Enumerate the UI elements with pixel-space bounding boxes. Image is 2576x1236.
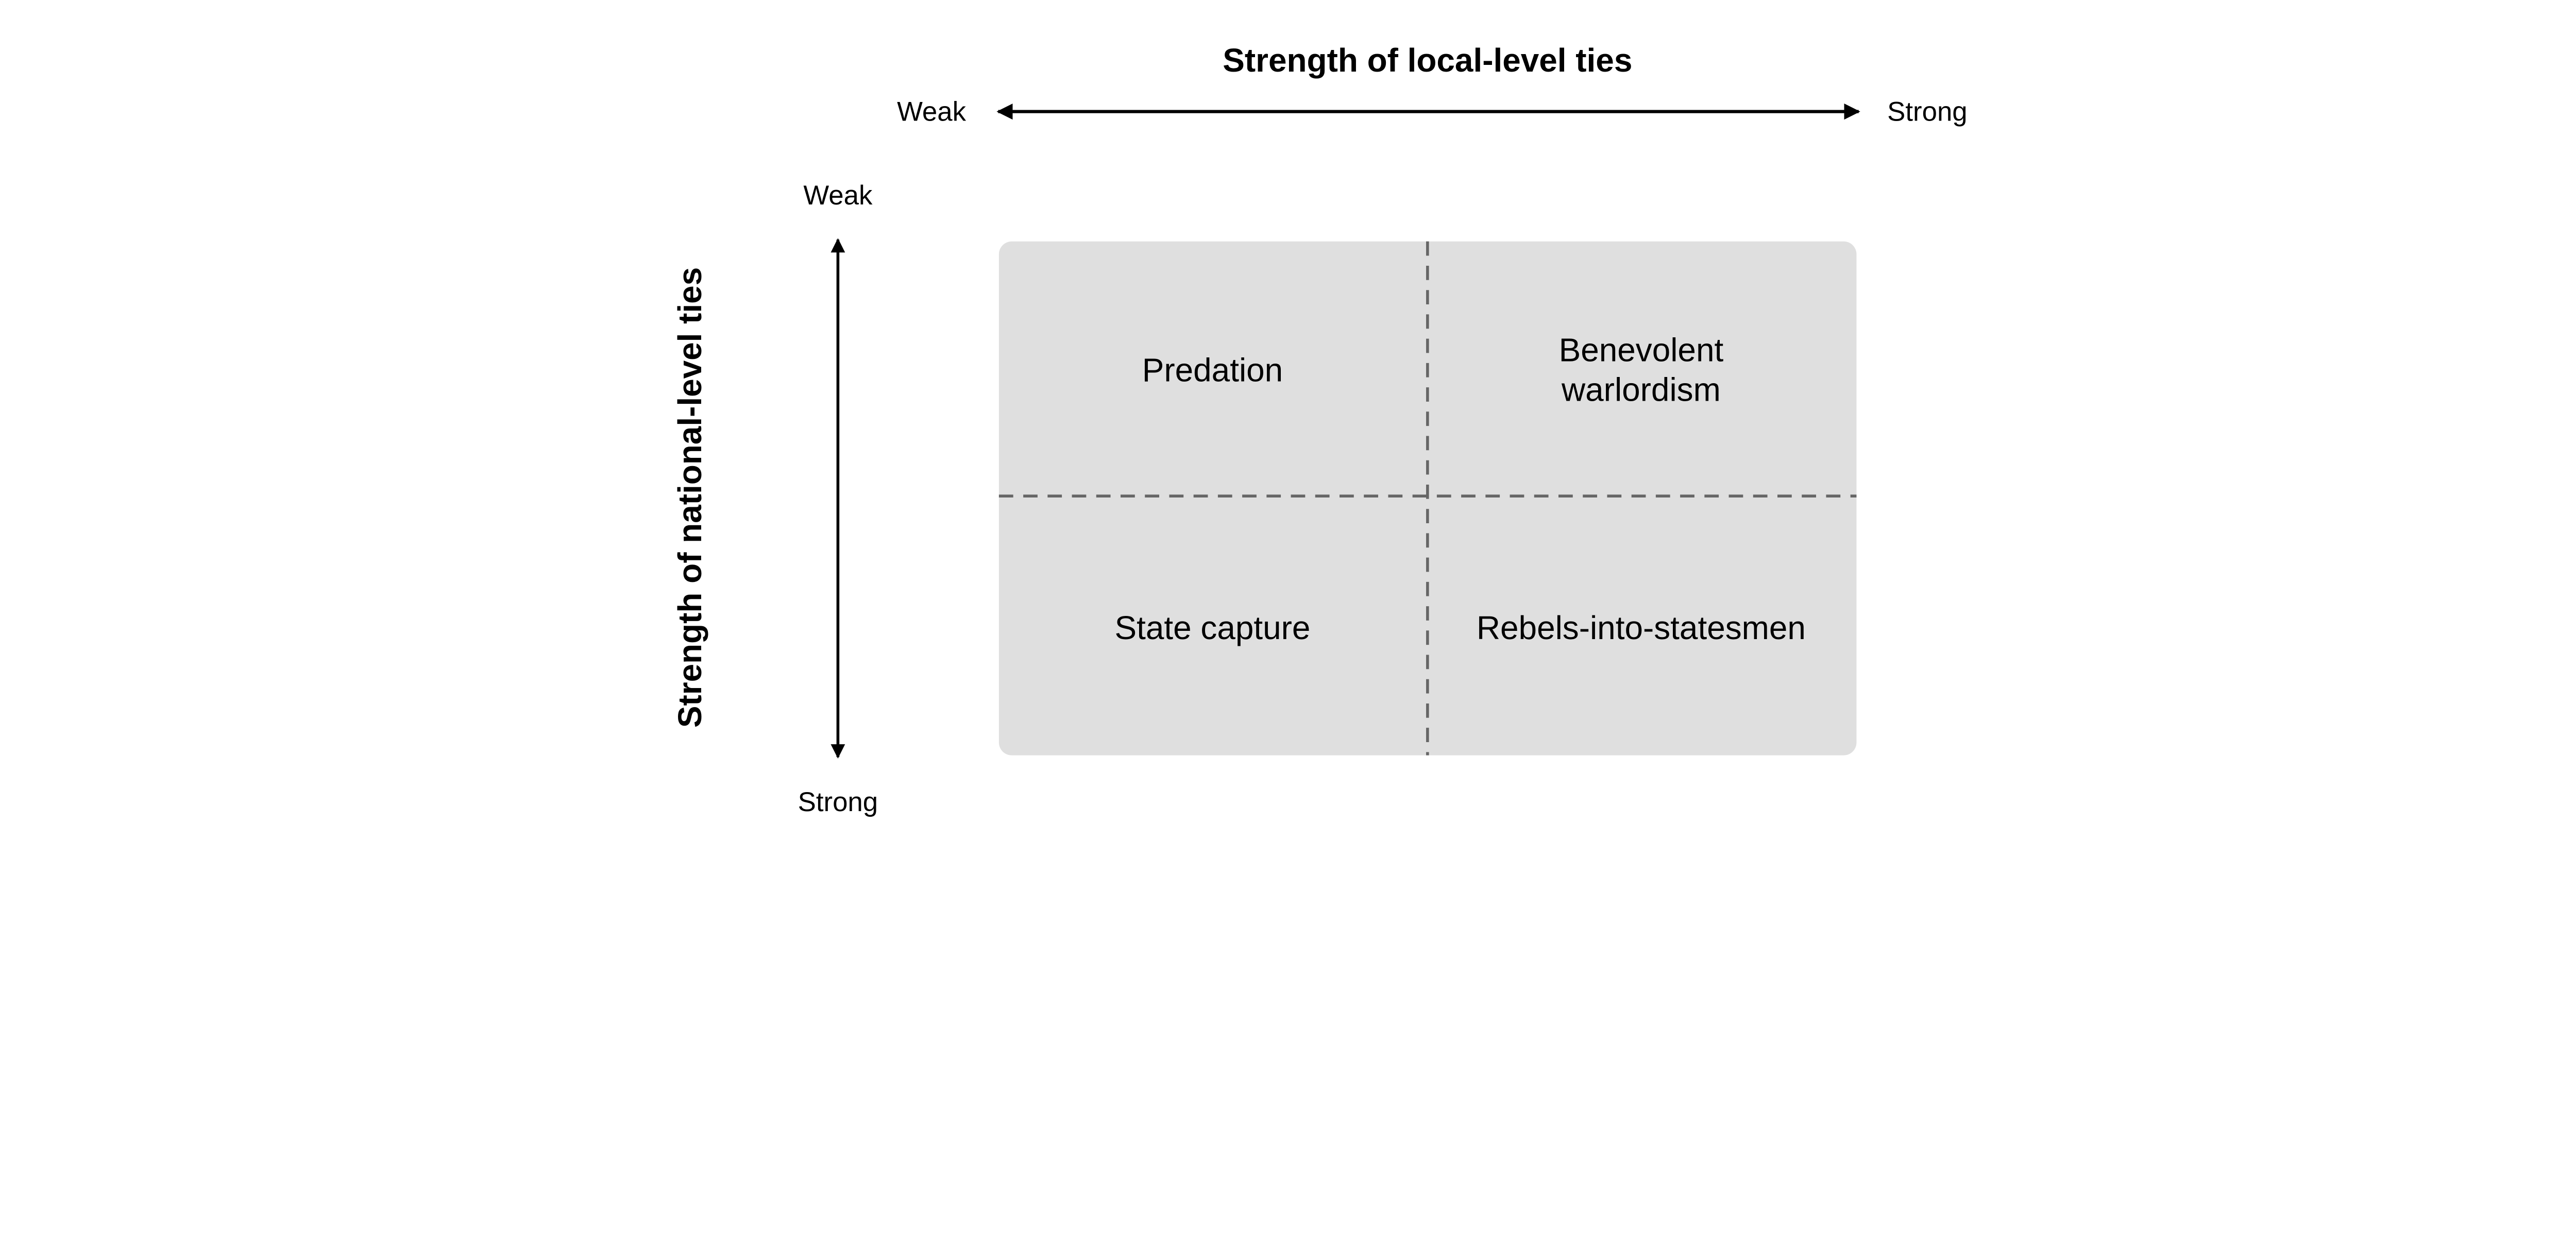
y-axis-strong-label: Strong bbox=[798, 787, 878, 817]
x-axis-strong-label: Strong bbox=[1887, 97, 1967, 127]
quadrant-benevolent-warlordism-line2: warlordism bbox=[1561, 371, 1721, 408]
y-axis-weak-label: Weak bbox=[803, 180, 873, 211]
quadrant-rebels-into-statesmen: Rebels-into-statesmen bbox=[1477, 609, 1806, 646]
x-axis-title: Strength of local-level ties bbox=[1223, 42, 1632, 79]
typology-diagram: Strength of local-level ties Weak Strong… bbox=[671, 42, 1968, 817]
y-axis-title: Strength of national-level ties bbox=[671, 267, 708, 728]
quadrant-predation: Predation bbox=[1142, 351, 1283, 388]
quadrant-benevolent-warlordism-line1: Benevolent bbox=[1559, 331, 1724, 368]
quadrant-state-capture: State capture bbox=[1114, 609, 1310, 646]
x-axis-weak-label: Weak bbox=[897, 97, 967, 127]
